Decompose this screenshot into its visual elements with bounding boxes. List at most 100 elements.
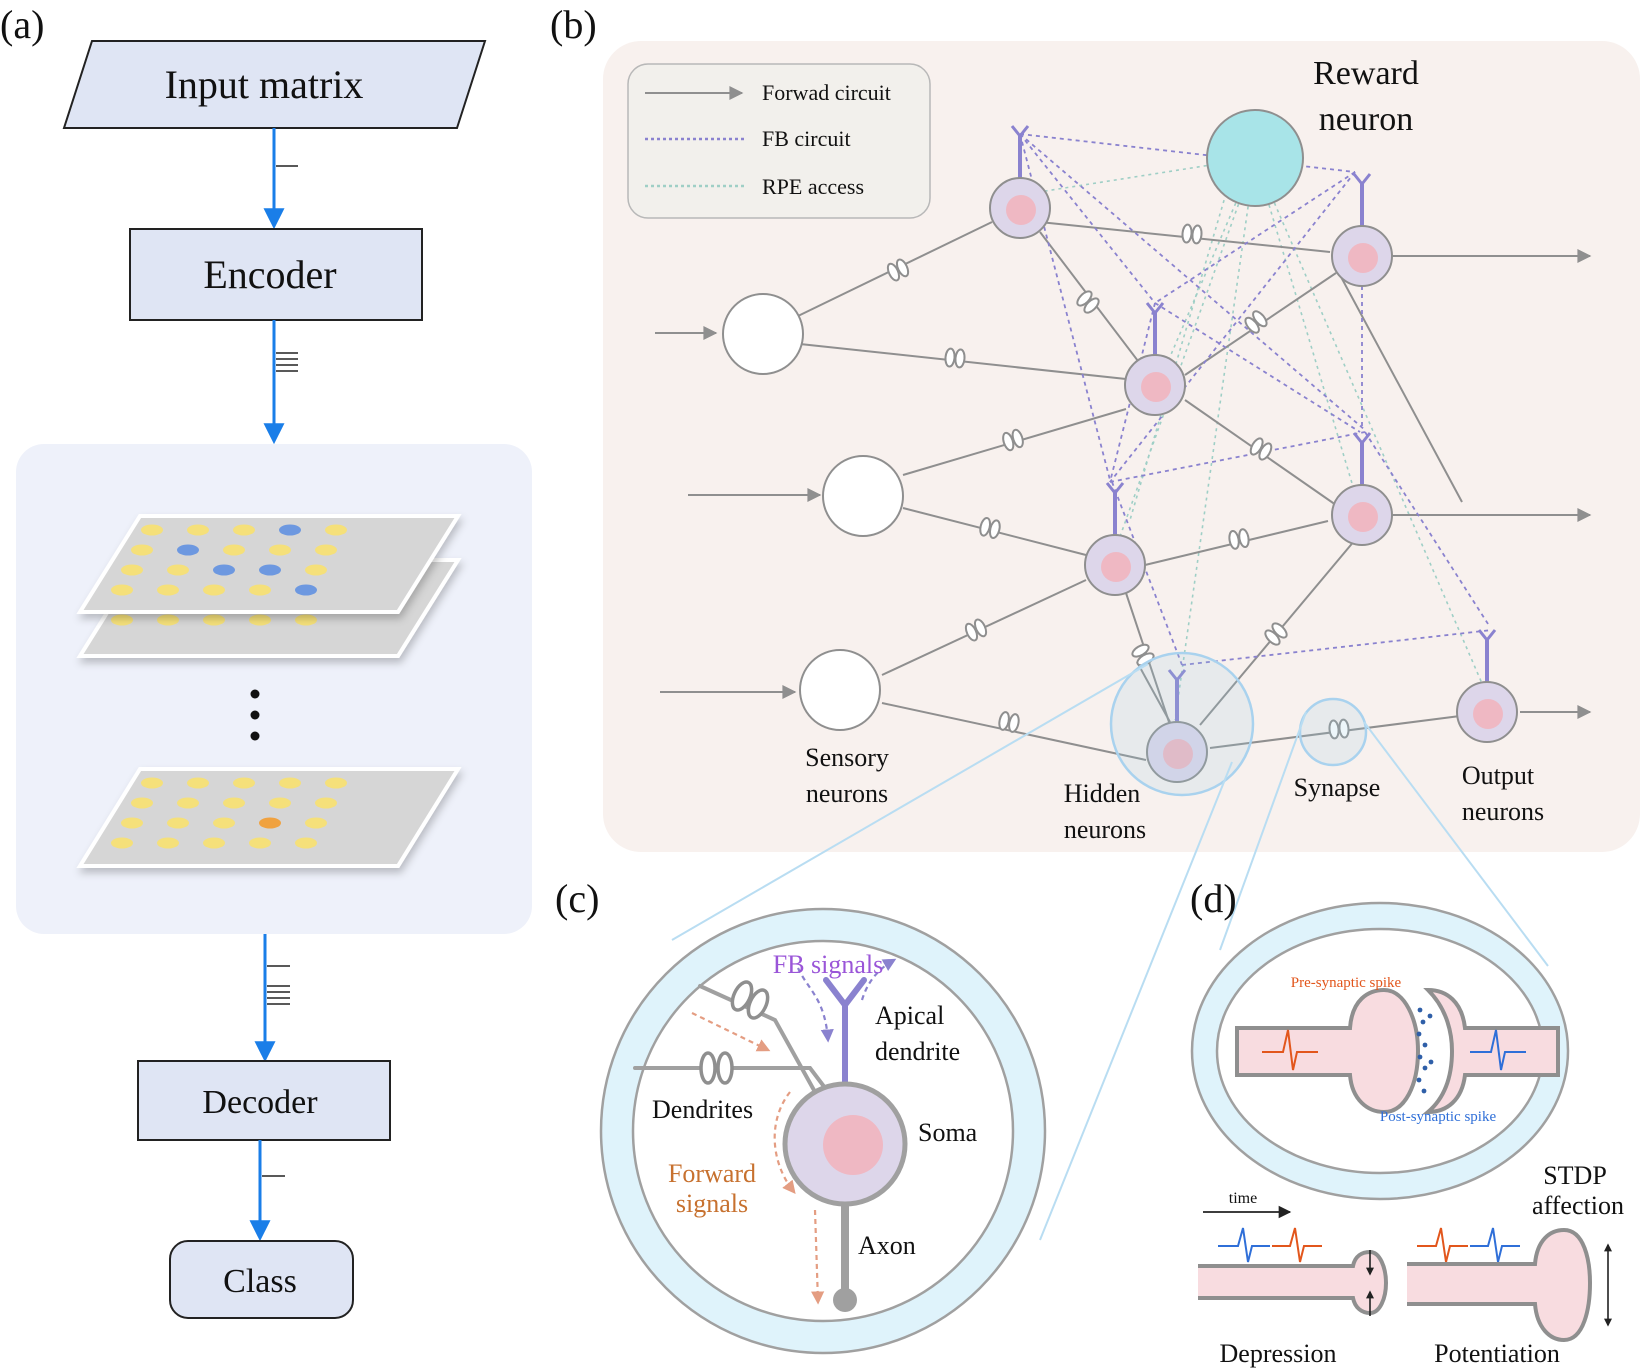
synapse-icon [1181,223,1203,245]
depression-spike-blue [1218,1227,1270,1263]
sensory-neurons [722,293,904,731]
postsynaptic-terminal [1422,987,1560,1115]
hidden-label-1: Hidden [1064,779,1141,808]
synapse-icon [979,516,1001,540]
spike-dot [269,797,291,809]
spike-dot [295,584,317,596]
time-label: time [1229,1190,1257,1207]
ellipsis-dots [250,689,260,741]
hidden-neuron [989,125,1051,239]
class-text: Class [223,1263,297,1300]
spike-dot [305,817,327,829]
spike-dot [295,614,317,626]
spike-dot [167,817,189,829]
depression-spike-orange [1272,1227,1322,1263]
hidden-neuron [1146,669,1208,783]
legend-forward-text: Forwad circuit [762,80,891,105]
depression-terminal [1198,1249,1389,1316]
panel-b: (b) Forwad circuit FB circuit RPE access [550,2,1640,852]
legend-fb-text: FB circuit [762,126,851,151]
dendrites-label: Dendrites [652,1095,753,1124]
panel-b-label: (b) [550,2,597,47]
panel-a: (a) Input matrix Encoder [0,2,532,1319]
bus-ticks-decoder [267,965,290,1005]
class-box [169,1240,354,1319]
spike-dot [167,564,189,576]
spike-dot [141,777,163,789]
stdp-label-2: affection [1532,1191,1624,1220]
apical-label-2: dendrite [875,1037,960,1066]
spike-dot [203,837,225,849]
spike-dot [111,584,133,596]
depression-label: Depression [1220,1339,1337,1368]
spike-layer-front [76,514,462,614]
output-label-2: neurons [1462,797,1544,826]
sensory-neuron-1 [722,293,804,375]
fb-signals-label: FB signals [773,950,884,979]
fb-circuit-lines [1019,133,1493,666]
fb-signal-arrows [796,958,897,1043]
legend-rpe-text: RPE access [762,174,864,199]
axon-terminal [833,1288,857,1312]
spike-dot [141,524,163,536]
hidden-neuron [1124,302,1186,416]
neurotransmitter-dots [1416,1007,1434,1094]
spike-dot [111,837,133,849]
spike-dot [111,614,133,626]
synapse-icon [1228,528,1250,550]
reward-label-2: neuron [1319,101,1413,138]
dendrite-synapses [699,980,770,1085]
spike-dot [213,564,235,576]
panel-c: (c) [555,876,1047,1355]
spike-dot [295,837,317,849]
sensory-neuron-2 [822,455,904,537]
stdp-label-1: STDP [1543,1161,1607,1190]
spike-dot [259,817,281,829]
synapse-icons [886,223,1350,740]
input-matrix-box [62,40,487,129]
output-neuron [1456,629,1518,743]
potentiation-spike-blue [1470,1227,1520,1263]
synapse-icon [1328,718,1350,740]
spike-dot [213,817,235,829]
encoder-box [129,228,423,321]
synapse-icon [886,258,910,282]
spike-dot [131,797,153,809]
spike-dot [203,614,225,626]
spike-dot [223,797,245,809]
encoder-text: Encoder [203,252,336,297]
spike-dot [325,777,347,789]
decoder-box [137,1060,391,1141]
spike-dot [279,524,301,536]
spike-dot [315,797,337,809]
axon-label: Axon [858,1231,916,1260]
spike-dot [177,544,199,556]
synapse-icon [1244,310,1268,334]
input-matrix-text: Input matrix [165,62,364,107]
potentiation-label: Potentiation [1434,1339,1560,1368]
soma-nucleus [823,1115,883,1175]
sensory-label-2: neurons [806,779,888,808]
spike-dot [279,777,301,789]
forward-signals-label-1: Forward [668,1159,756,1188]
pre-spike-trace [1262,1029,1318,1071]
spike-dot [269,544,291,556]
output-label-1: Output [1462,761,1535,790]
spike-dot [233,524,255,536]
synapse-zoom-lens [1298,697,1368,767]
synapse-label: Synapse [1294,773,1381,802]
spike-dot [259,564,281,576]
pre-spike-label: Pre-synaptic spike [1291,975,1402,991]
post-spike-trace [1470,1029,1526,1071]
spike-layer-bottom [76,767,462,868]
apical-label-1: Apical [875,1001,944,1030]
hidden-label-2: neurons [1064,815,1146,844]
potentiation-spike-orange [1417,1227,1468,1263]
spike-dot [325,524,347,536]
spike-dot [249,584,271,596]
spike-dot [157,584,179,596]
synapse-icon [1131,643,1155,667]
panel-d: (d) Pre-synaptic spike Post-synaptic spi… [1190,876,1624,1368]
panel-d-label: (d) [1190,876,1237,921]
synapse-icon [944,347,966,369]
